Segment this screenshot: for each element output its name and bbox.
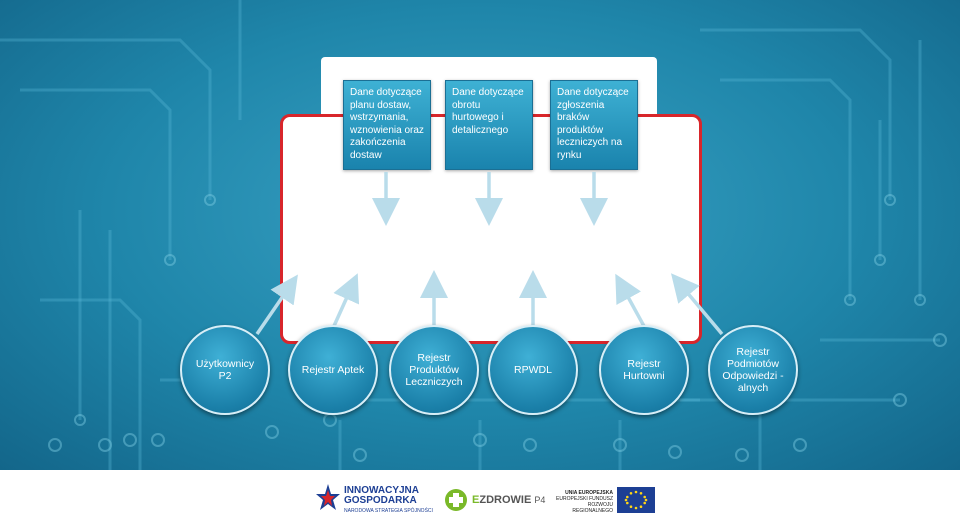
eu-text: UNIA EUROPEJSKA EUROPEJSKI FUNDUSZ ROZWO… xyxy=(549,490,613,514)
innowacyjna-gospodarka-logo: INNOWACYJNA GOSPODARKA NARODOWA STRATEGI… xyxy=(316,484,436,516)
ig-sub: NARODOWA STRATEGIA SPÓJNOŚCI xyxy=(344,508,433,514)
eu-line2: EUROPEJSKI FUNDUSZ xyxy=(556,496,613,502)
ezdrowie-logo: EZDROWIE P4 xyxy=(444,484,545,516)
node-rpwdl: RPWDL xyxy=(488,325,578,415)
footer-logos: INNOWACYJNA GOSPODARKA NARODOWA STRATEGI… xyxy=(0,470,960,526)
data-box-shortages: Dane dotyczące zgłoszenia braków produkt… xyxy=(550,80,638,170)
ig-line1: INNOWACYJNA xyxy=(344,485,420,496)
eu-logo: UNIA EUROPEJSKA EUROPEJSKI FUNDUSZ ROZWO… xyxy=(549,484,657,516)
ig-line2: GOSPODARKA xyxy=(344,495,417,506)
node-rejestr-hurtowni: Rejestr Hurtowni xyxy=(599,325,689,415)
ezdrowie-p4: P4 xyxy=(534,495,546,505)
node-uzytkownicy-p2: Użytkownicy P2 xyxy=(180,325,270,415)
eu-line1: UNIA EUROPEJSKA xyxy=(565,490,613,496)
node-rejestr-aptek: Rejestr Aptek xyxy=(288,325,378,415)
ig-star-icon xyxy=(316,484,340,510)
diagram-background: Dane dotyczące planu dostaw, wstrzymania… xyxy=(0,0,960,470)
eu-flag-icon xyxy=(617,487,655,513)
ezdrowie-text: EZDROWIE P4 xyxy=(472,494,545,506)
ezdrowie-cross-icon xyxy=(445,489,467,511)
node-rejestr-podmiotow: Rejestr Podmiotów Odpowiedzi -alnych xyxy=(708,325,798,415)
eu-line3: ROZWOJU REGIONALNEGO xyxy=(572,502,613,514)
data-box-trade: Dane dotyczące obrotu hurtowego i detali… xyxy=(445,80,533,170)
data-box-supply-plan: Dane dotyczące planu dostaw, wstrzymania… xyxy=(343,80,431,170)
node-rejestr-produktow: Rejestr Produktów Leczniczych xyxy=(389,325,479,415)
ezdrowie-e: E xyxy=(472,494,480,506)
ezdrowie-rest: ZDROWIE xyxy=(479,494,532,506)
